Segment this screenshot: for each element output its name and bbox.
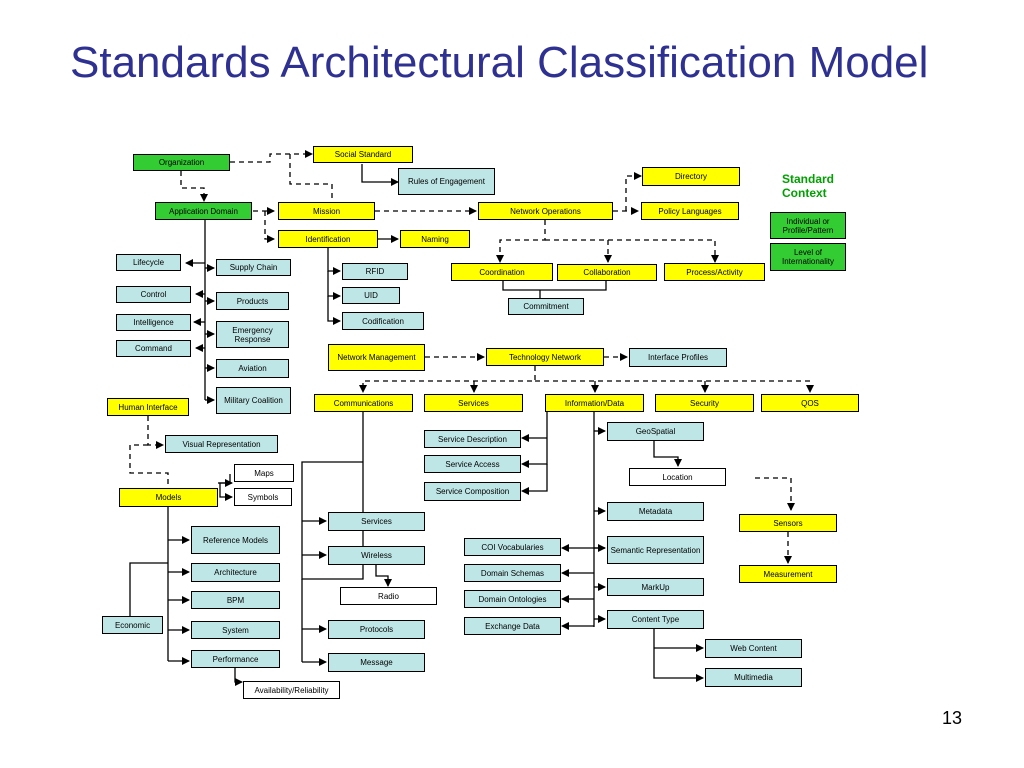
node-control: Control [116, 286, 191, 303]
node-organization: Organization [133, 154, 230, 171]
node-mission: Mission [278, 202, 375, 220]
node-emergency-response: Emergency Response [216, 321, 289, 348]
node-collaboration: Collaboration [557, 264, 657, 281]
node-service-access: Service Access [424, 455, 521, 473]
node-qos: QOS [761, 394, 859, 412]
node-visual-representation: Visual Representation [165, 435, 278, 453]
node-codification: Codification [342, 312, 424, 330]
node-security: Security [655, 394, 754, 412]
node-markup: MarkUp [607, 578, 704, 596]
node-services-comm: Services [328, 512, 425, 531]
node-commitment: Commitment [508, 298, 584, 315]
node-symbols: Symbols [234, 488, 292, 506]
node-radio: Radio [340, 587, 437, 605]
node-information-data: Information/Data [545, 394, 644, 412]
node-supply-chain: Supply Chain [216, 259, 291, 276]
node-naming: Naming [400, 230, 470, 248]
node-service-composition: Service Composition [424, 482, 521, 501]
node-uid: UID [342, 287, 400, 304]
node-process-activity: Process/Activity [664, 263, 765, 281]
node-exchange-data: Exchange Data [464, 617, 561, 635]
node-economic: Economic [102, 616, 163, 634]
node-service-description: Service Description [424, 430, 521, 448]
node-command: Command [116, 340, 191, 357]
page-title: Standards Architectural Classification M… [70, 38, 929, 87]
node-policy-languages: Policy Languages [641, 202, 739, 220]
node-bpm: BPM [191, 591, 280, 609]
node-intelligence: Intelligence [116, 314, 191, 331]
node-measurement: Measurement [739, 565, 837, 583]
node-rules-of-engagement: Rules of Engagement [398, 168, 495, 195]
node-human-interface: Human Interface [107, 398, 189, 416]
node-lifecycle: Lifecycle [116, 254, 181, 271]
node-message: Message [328, 653, 425, 672]
node-coi-vocabularies: COI Vocabularies [464, 538, 561, 556]
node-maps: Maps [234, 464, 294, 482]
node-military-coalition: Military Coalition [216, 387, 291, 414]
node-rfid: RFID [342, 263, 408, 280]
node-products: Products [216, 292, 289, 310]
node-network-operations: Network Operations [478, 202, 613, 220]
node-wireless: Wireless [328, 546, 425, 565]
node-availability-reliability: Availability/Reliability [243, 681, 340, 699]
legend-heading: Standard Context [782, 172, 835, 200]
node-coordination: Coordination [451, 263, 553, 281]
node-domain-schemas: Domain Schemas [464, 564, 561, 582]
node-aviation: Aviation [216, 359, 289, 378]
node-location: Location [629, 468, 726, 486]
node-semantic-representation: Semantic Representation [607, 536, 704, 564]
node-services-top: Services [424, 394, 523, 412]
node-network-management: Network Management [328, 344, 425, 371]
node-reference-models: Reference Models [191, 526, 280, 554]
node-architecture: Architecture [191, 563, 280, 582]
page-number: 13 [941, 708, 962, 728]
node-technology-network: Technology Network [486, 348, 604, 366]
node-interface-profiles: Interface Profiles [629, 348, 727, 367]
node-geospatial: GeoSpatial [607, 422, 704, 441]
node-models: Models [119, 488, 218, 507]
legend-level-of-internationality: Level of Internationality [770, 243, 846, 271]
node-system: System [191, 621, 280, 639]
node-identification: Identification [278, 230, 378, 248]
node-application-domain: Application Domain [155, 202, 252, 220]
node-social-standard: Social Standard [313, 146, 413, 163]
node-directory: Directory [642, 167, 740, 186]
node-web-content: Web Content [705, 639, 802, 658]
node-sensors: Sensors [739, 514, 837, 532]
node-multimedia: Multimedia [705, 668, 802, 687]
node-content-type: Content Type [607, 610, 704, 629]
node-communications: Communications [314, 394, 413, 412]
node-domain-ontologies: Domain Ontologies [464, 590, 561, 608]
legend-individual-profile: Individual or Profile/Pattern [770, 212, 846, 239]
node-performance: Performance [191, 650, 280, 668]
node-protocols: Protocols [328, 620, 425, 639]
node-metadata: Metadata [607, 502, 704, 521]
